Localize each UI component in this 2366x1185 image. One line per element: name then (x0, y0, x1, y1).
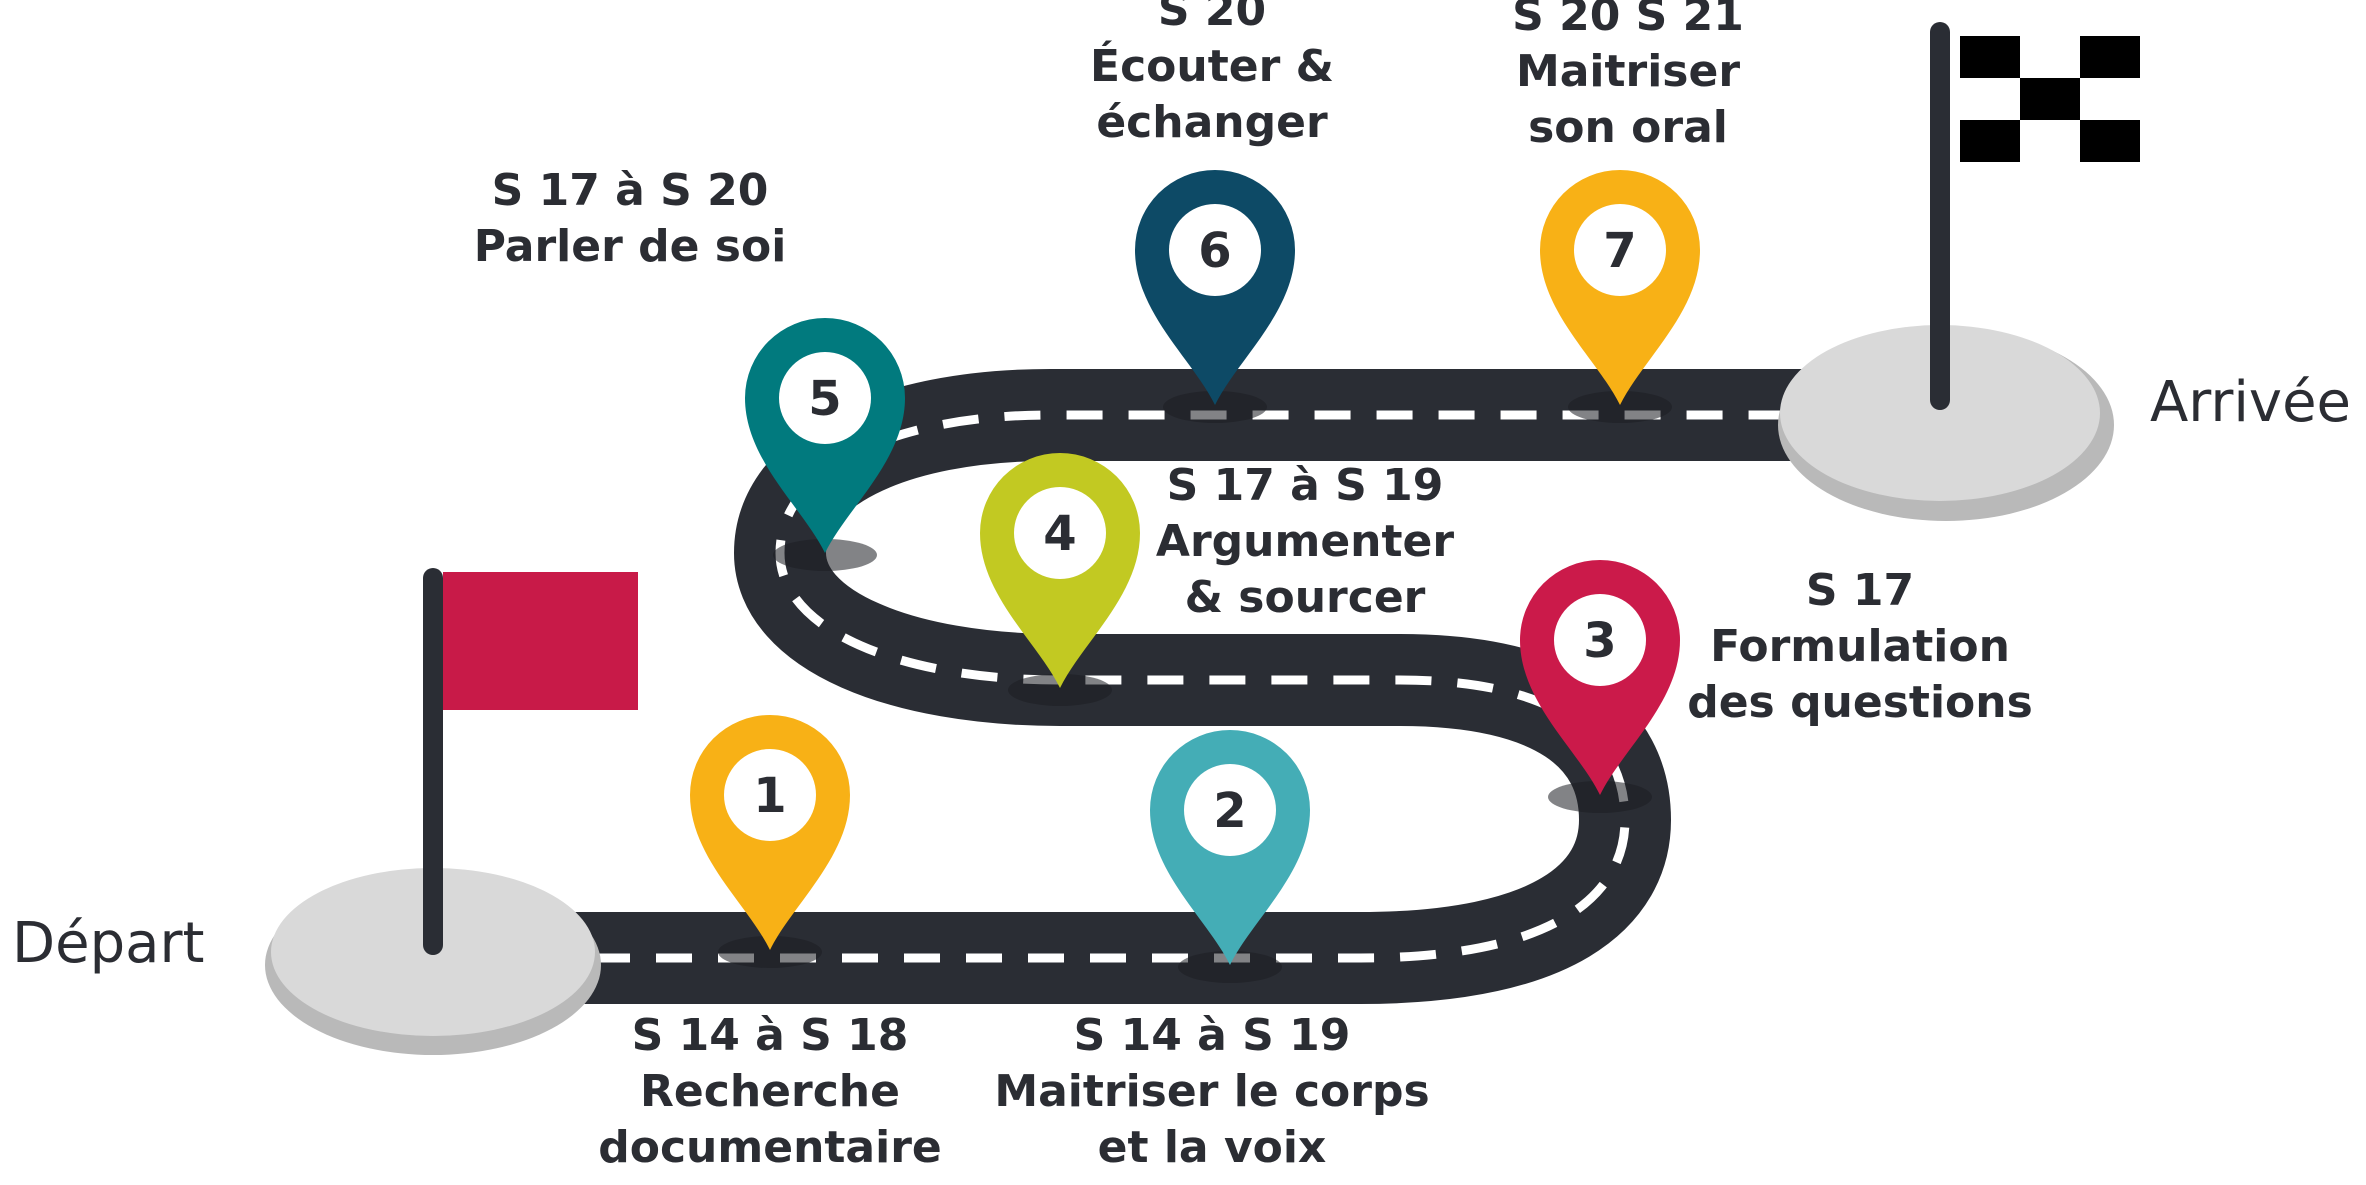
step-2-label-line: S 14 à S 19 (1074, 1010, 1351, 1061)
start-flag-cloth (443, 572, 638, 710)
step-4-number: 4 (1043, 506, 1076, 562)
step-2-label-line: et la voix (1098, 1122, 1327, 1173)
step-4-label-line: S 17 à S 19 (1167, 460, 1444, 511)
finish-flag-icon (1930, 22, 2140, 410)
start-flag-icon (423, 568, 638, 955)
step-7-label-line: Maitriser (1516, 46, 1740, 97)
step-5-pin-center (779, 352, 871, 444)
step-2-number: 2 (1213, 783, 1246, 839)
step-2-pin-center (1184, 764, 1276, 856)
step-2-pin-shadow (1178, 951, 1282, 983)
step-6-label-line: S 20 (1158, 0, 1266, 36)
step-5-label-line: S 17 à S 20 (492, 165, 769, 216)
step-3-number: 3 (1583, 613, 1616, 669)
step-1-pin-center (724, 749, 816, 841)
step-2-map-pin-icon: 2 (1150, 730, 1310, 983)
step-3-map-pin-icon: 3 (1520, 560, 1680, 813)
step-7-pin-center (1574, 204, 1666, 296)
step-7-label-line: son oral (1528, 102, 1728, 153)
finish-platform-top (1780, 325, 2100, 501)
step-7-pin-shadow (1568, 391, 1672, 423)
step-6-map-pin-icon: 6 (1135, 170, 1295, 423)
step-6-pin-center (1169, 204, 1261, 296)
markers-layer: 1 2 3 4 5 6 7 (690, 170, 1700, 983)
step-6-number: 6 (1198, 223, 1231, 279)
step-5-label-line: Parler de soi (474, 221, 787, 272)
step-7-number: 7 (1603, 223, 1636, 279)
step-4-label-line: & sourcer (1185, 572, 1426, 623)
step-1-pin-shadow (718, 936, 822, 968)
step-7-label-line: S 20 S 21 (1512, 0, 1744, 41)
step-4-pin-shadow (1008, 674, 1112, 706)
step-6-label-line: échanger (1096, 97, 1328, 148)
step-7-map-pin-icon: 7 (1540, 170, 1700, 423)
step-3-pin-center (1554, 594, 1646, 686)
step-1-map-pin-icon: 1 (690, 715, 850, 968)
step-4-label-line: Argumenter (1156, 516, 1454, 567)
step-6-pin-shadow (1163, 391, 1267, 423)
step-6-label-line: Écouter & (1090, 39, 1334, 92)
step-3-pin-shadow (1548, 781, 1652, 813)
step-4-pin-center (1014, 487, 1106, 579)
step-5-pin-shadow (773, 539, 877, 571)
step-2-label-line: Maitriser le corps (994, 1066, 1429, 1117)
step-1-label-line: S 14 à S 18 (632, 1010, 909, 1061)
finish-platform (1778, 325, 2114, 521)
step-3-label-line: S 17 (1806, 565, 1914, 616)
start-label: Départ (12, 911, 204, 976)
step-1-label-line: Recherche (640, 1066, 900, 1117)
step-1-label-line: documentaire (598, 1122, 942, 1173)
step-4-map-pin-icon: 4 (980, 453, 1140, 706)
step-3-label-line: des questions (1687, 677, 2033, 728)
step-3-label-line: Formulation (1710, 621, 2010, 672)
step-5-number: 5 (808, 371, 841, 427)
finish-label: Arrivée (2150, 370, 2351, 435)
step-5-map-pin-icon: 5 (745, 318, 905, 571)
checkered-flag-cloth (1960, 36, 2140, 162)
road-center-dashes (470, 410, 1930, 963)
step-1-number: 1 (753, 768, 786, 824)
